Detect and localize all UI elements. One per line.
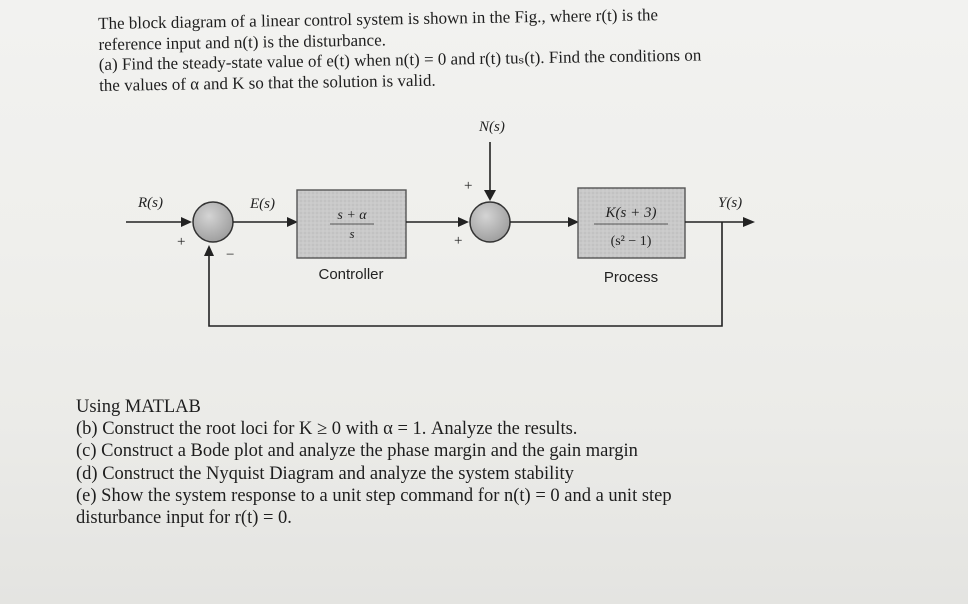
reference-arrow [181,217,192,227]
controller-numerator: s + α [337,208,367,223]
disturbance-signal-label: N(s) [478,119,505,135]
output-arrow [743,217,755,227]
controller-block [296,189,407,259]
part-b: (b) Construct the root loci for K ≥ 0 wi… [76,419,578,440]
part-e-line-1: (e) Show the system response to a unit s… [76,485,672,506]
part-e-line-2: disturbance input for r(t) = 0. [76,507,292,528]
feedback-path [208,222,723,327]
process-block [577,187,686,259]
sum1-reference-sign: + [177,234,185,250]
sum2-controller-sign: + [454,233,462,249]
process-input-arrow [568,217,579,227]
process-numerator: K(s + 3) [605,205,657,221]
disturbance-arrow [484,190,496,201]
summing-junction-1 [192,201,234,243]
part-d: (d) Construct the Nyquist Diagram and an… [76,463,574,484]
controller-label: Controller [318,266,383,283]
error-signal-label: E(s) [249,196,275,212]
sum2-disturbance-sign: + [464,178,472,194]
part-c: (c) Construct a Bode plot and analyze th… [76,441,638,462]
feedback-arrow [204,245,214,256]
process-label: Process [604,269,658,286]
error-arrow [287,217,298,227]
sum1-feedback-sign: − [226,247,234,263]
output-signal-label: Y(s) [718,195,742,211]
summing-junction-2 [469,201,511,243]
controller-output-arrow [458,217,469,227]
controller-denominator: s [349,226,354,241]
process-denominator: (s² − 1) [611,234,652,249]
reference-signal-label: R(s) [137,195,163,211]
matlab-section: Using MATLAB (b) Construct the root loci… [76,396,672,529]
matlab-heading: Using MATLAB [76,397,201,417]
